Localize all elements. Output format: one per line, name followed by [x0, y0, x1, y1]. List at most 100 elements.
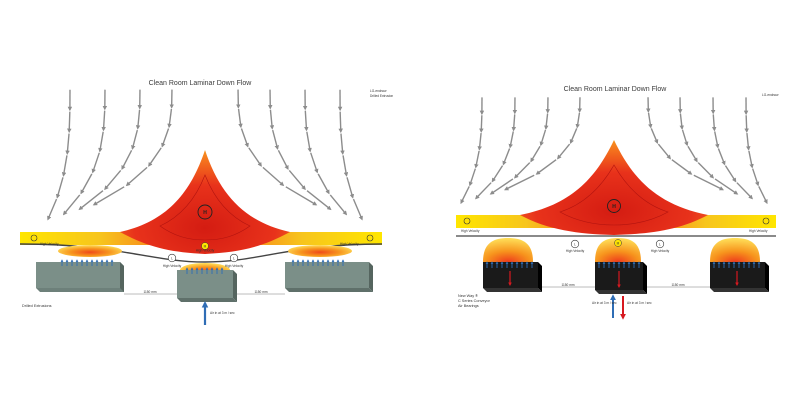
- flow-arrow: [329, 194, 348, 216]
- flow-arrow: [714, 178, 739, 195]
- left-up-airjets: [60, 259, 345, 274]
- flow-arrow: [752, 168, 760, 187]
- flow-arrow: [240, 128, 249, 148]
- left-low-label-2: High Velocity: [225, 264, 244, 268]
- flow-arrow: [47, 198, 58, 221]
- flow-arrow: [539, 129, 547, 147]
- flow-arrow: [748, 150, 754, 169]
- flow-arrow: [657, 143, 672, 160]
- left-dimension-label-2: 1150 mm: [254, 290, 267, 294]
- flow-arrow: [310, 152, 319, 174]
- right-dimension-label-2: 1150 mm: [671, 283, 684, 287]
- flow-arrow: [693, 174, 725, 191]
- flow-arrow: [67, 111, 72, 134]
- flow-arrow: [491, 165, 504, 183]
- left-block-3: [285, 262, 373, 292]
- left-diagram-title: Clean Room Laminar Down Flow: [149, 80, 253, 87]
- left-low-badge-1-letter: L: [171, 256, 173, 260]
- flow-arrow: [647, 112, 653, 129]
- flow-arrow: [135, 109, 141, 130]
- flow-arrow: [556, 143, 571, 160]
- flow-arrow: [697, 162, 715, 179]
- flow-arrow: [101, 110, 106, 132]
- right-diagram-title: Clean Room Laminar Down Flow: [564, 86, 668, 93]
- left-low-label-1: High Velocity: [163, 264, 182, 268]
- flow-arrow: [530, 145, 541, 163]
- left-block-2: [177, 270, 237, 302]
- flow-arrow: [148, 147, 162, 167]
- right-medium-badge-letter: M: [617, 241, 620, 245]
- right-low-label-1: High Velocity: [566, 249, 585, 253]
- flow-arrow: [269, 109, 275, 130]
- left-medium-badge: [201, 242, 209, 250]
- left-low-badge-2: [229, 253, 239, 263]
- flow-arrow: [679, 113, 684, 130]
- right-low-badge-1-letter: L: [574, 242, 576, 246]
- right-bar-label-right: High Velocity: [749, 229, 768, 233]
- flow-arrow: [717, 148, 726, 166]
- left-bar-label-left: High Velocity: [40, 242, 59, 246]
- flow-arrow: [161, 128, 170, 148]
- left-high-badge-letter: H: [203, 210, 207, 216]
- left-bar-marker-right: [366, 234, 374, 242]
- flow-arrow: [671, 159, 693, 175]
- flow-arrow: [304, 110, 309, 132]
- left-high-pressure-badge: [197, 204, 213, 220]
- flow-arrow: [544, 113, 549, 130]
- flow-arrow: [306, 190, 332, 211]
- flow-arrow: [479, 115, 484, 133]
- right-footer-line1: New Way ®: [458, 294, 478, 298]
- flow-arrow: [460, 186, 470, 205]
- flow-arrow: [167, 108, 173, 129]
- left-block-1: [36, 262, 124, 292]
- right-plume-contour: [559, 164, 669, 226]
- flow-arrow: [511, 114, 517, 132]
- right-medium-badge: [614, 239, 622, 247]
- left-center-velocity-label: High Velocity: [196, 249, 215, 253]
- flow-arrow: [91, 152, 100, 174]
- flow-arrow: [650, 128, 659, 145]
- left-dimension-label-1: 1150 mm: [143, 290, 156, 294]
- right-low-badge-2-letter: L: [659, 242, 661, 246]
- flow-arrow: [340, 133, 345, 155]
- flow-arrow: [724, 165, 737, 183]
- flow-arrow: [317, 173, 330, 195]
- left-note-line1: LG-endnow: [370, 89, 387, 93]
- flow-arrow: [502, 148, 511, 166]
- flow-arrow: [508, 131, 514, 149]
- flow-arrow: [758, 186, 768, 205]
- right-high-pressure-plume: [520, 140, 708, 235]
- flow-arrow: [277, 149, 289, 171]
- right-inlet-label-2: Air in at 3 m / sec: [627, 301, 652, 305]
- left-low-badge-2-letter: L: [233, 256, 235, 260]
- flow-arrow: [248, 147, 262, 167]
- right-low-label-2: High Velocity: [651, 249, 670, 253]
- flow-arrow: [513, 162, 531, 179]
- flow-arrow: [575, 112, 581, 129]
- flow-arrow: [78, 190, 104, 211]
- left-plume-contour: [159, 174, 251, 241]
- flow-arrow: [352, 198, 363, 221]
- right-bar-label-left: High Velocity: [461, 229, 480, 233]
- flow-arrow: [131, 129, 139, 150]
- right-bar-marker-left: [463, 217, 471, 225]
- flow-arrow: [338, 111, 343, 134]
- flow-arrow: [535, 159, 557, 175]
- left-panel: Clean Room Laminar Down Flow LG-endnow D…: [19, 80, 393, 325]
- flow-arrow: [125, 166, 148, 187]
- right-low-badge-1: [570, 239, 580, 249]
- right-low-badge-2: [655, 239, 665, 249]
- flow-arrow: [475, 182, 492, 200]
- flow-arrow: [237, 108, 243, 129]
- flow-arrow: [477, 132, 482, 151]
- right-high-pressure-badge: [607, 199, 621, 213]
- flow-arrow: [489, 178, 514, 195]
- flow-arrow: [121, 149, 133, 171]
- flow-arrow: [65, 133, 70, 155]
- left-note-line2: Drilled Extrusion: [370, 94, 393, 98]
- flow-arrow: [61, 155, 68, 177]
- left-footer-label: Drilled Extrusions: [22, 304, 52, 308]
- flow-arrow: [746, 132, 751, 151]
- left-low-badge-1: [167, 253, 177, 263]
